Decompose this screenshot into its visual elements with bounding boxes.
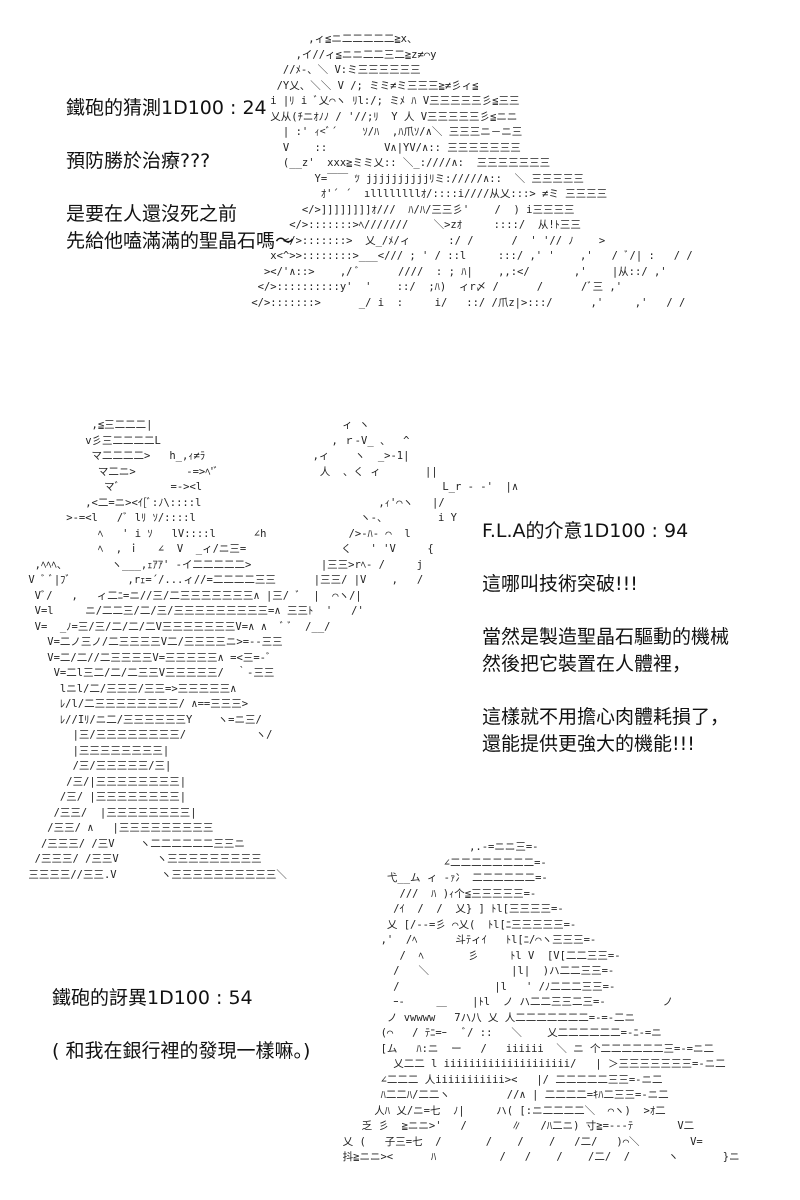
panel-1-dialogue: 鐵砲的猜測1D100 : 24 預防勝於治療??? 是要在人還沒死之前 先給他嗑… (66, 95, 294, 255)
panel-2: ,≦三二二二| ィ ヽ v彡三二二二二L , ｒ-V_ 、 ^ マ二二二二> h… (0, 400, 800, 881)
dialogue-line: F.L.A的介意1D100 : 94 (482, 520, 689, 542)
dialogue-line: 還能提供更強大的機能!!! (482, 733, 695, 755)
dialogue-line: 這樣就不用擔心肉體耗損了， (482, 706, 730, 728)
dialogue-line: 這哪叫技術突破!!! (482, 573, 638, 595)
ascii-art-character-3: ,.-=ニニ三=- ∠二二二二二二二二=- 弋__ム ィ -ｧ冫 二二二二二二=… (342, 841, 740, 1163)
dialogue-line: 鐵砲的猜測1D100 : 24 (66, 97, 267, 119)
dialogue-line: 鐵砲的訝異1D100 : 54 (52, 987, 253, 1009)
panel-1: ,ィ≦ニ二二二二二≧x、 ,イ//ィ≦ニニ二二三二≧z≠⌒y //ﾒ-、＼ V:… (0, 0, 800, 380)
panel-3: ,.-=ニニ三=- ∠二二二二二二二二=- 弋__ム ィ -ｧ冫 二二二二二二=… (0, 840, 800, 1200)
panel-3-dialogue: 鐵砲的訝異1D100 : 54 ( 和我在銀行裡的發現一樣嘛。) (52, 985, 310, 1065)
ascii-art-character-1: ,ィ≦ニ二二二二二≧x、 ,イ//ィ≦ニニ二二三二≧z≠⌒y //ﾒ-、＼ V:… (251, 33, 693, 309)
dialogue-line: 當然是製造聖晶石驅動的機械 (482, 626, 730, 648)
dialogue-line: 然後把它裝置在人體裡， (482, 653, 692, 675)
dialogue-line: ( 和我在銀行裡的發現一樣嘛。) (52, 1040, 311, 1062)
panel-2-dialogue: F.L.A的介意1D100 : 94 這哪叫技術突破!!! 當然是製造聖晶石驅動… (482, 518, 729, 758)
dialogue-line: 先給他嗑滿滿的聖晶石嗎～ (66, 230, 295, 252)
dialogue-line: 預防勝於治療??? (66, 150, 211, 172)
dialogue-line: 是要在人還沒死之前 (66, 203, 238, 225)
ascii-art-character-2: ,≦三二二二| ィ ヽ v彡三二二二二L , ｒ-V_ 、 ^ マ二二二二> h… (28, 419, 519, 881)
